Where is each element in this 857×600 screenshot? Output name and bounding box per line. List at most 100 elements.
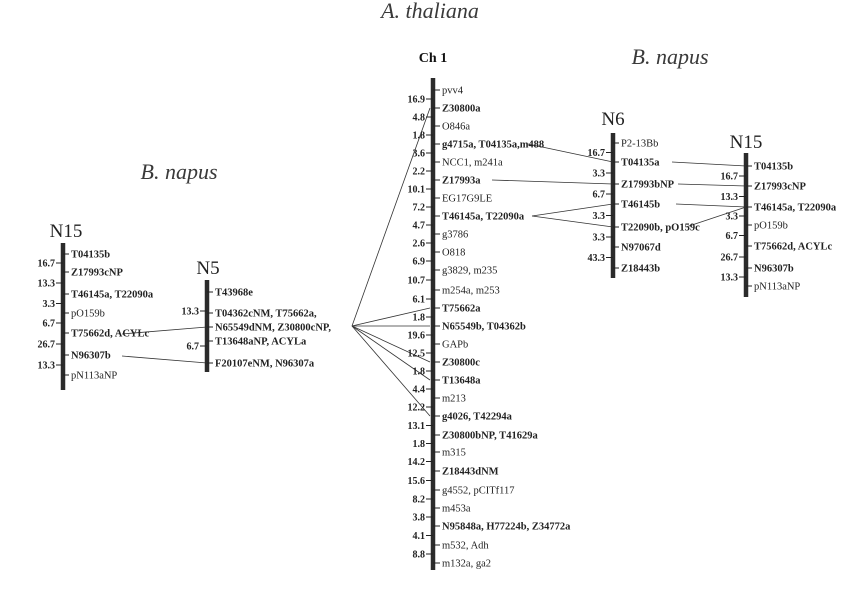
- marker-label: g4715a, T04135a,m488: [442, 140, 544, 151]
- marker-label: m254a, m253: [442, 286, 500, 297]
- marker-label: N96307b: [71, 351, 111, 362]
- homology-link: [531, 203, 614, 217]
- species-title-b-napus-left: B. napus: [141, 159, 218, 184]
- marker-label: pO159b: [754, 221, 788, 232]
- distance-label: 3.3: [726, 212, 739, 223]
- homology-link: [351, 107, 431, 327]
- marker-label: T46145b: [621, 200, 660, 211]
- marker-label: N65549dNM, Z30800cNP,: [215, 323, 331, 334]
- distance-label: 16.7: [721, 172, 739, 183]
- homology-link: [121, 355, 208, 364]
- distance-label: 15.6: [408, 476, 426, 487]
- distance-label: 6.9: [413, 257, 426, 268]
- chromosome-label-n15-left: N15: [50, 221, 83, 242]
- marker-label: Z18443dNM: [442, 467, 499, 478]
- distance-label: 7.2: [413, 203, 426, 214]
- marker-label: NCC1, m241a: [442, 158, 503, 169]
- distance-label: 6.7: [593, 190, 606, 201]
- marker-label: T75662a: [442, 304, 481, 315]
- distance-label: 16.7: [588, 148, 606, 159]
- distance-label: 3.3: [593, 169, 606, 180]
- distance-label: 6.7: [726, 231, 739, 242]
- chromosome-n6: N6P2-13BbT04135aZ17993bNPT46145bT22090b,…: [588, 109, 700, 278]
- distance-label: 14.2: [408, 457, 426, 468]
- marker-label: T04135a: [621, 158, 660, 169]
- chromosome-bar: [430, 78, 436, 570]
- distance-label: 6.7: [43, 319, 56, 330]
- homology-link: [531, 215, 614, 228]
- distance-label: 12.2: [408, 403, 426, 414]
- marker-label: EG17G9LE: [442, 194, 492, 205]
- marker-label: P2-13Bb: [621, 139, 658, 150]
- distance-label: 13.3: [38, 361, 56, 372]
- distance-label: 16.7: [38, 259, 56, 270]
- marker-label: T46145a, T22090a: [754, 203, 837, 214]
- marker-label: N95848a, H77224b, Z34772a: [442, 522, 571, 533]
- marker-label: N96307b: [754, 264, 794, 275]
- chromosome-label-ch1: Ch 1: [419, 51, 447, 66]
- marker-label: m132a, ga2: [442, 559, 491, 570]
- distance-label: 10.7: [408, 276, 426, 287]
- homology-link: [351, 325, 431, 363]
- distance-label: 1.8: [413, 439, 426, 450]
- distance-label: 6.7: [187, 342, 200, 353]
- distance-label: 43.3: [588, 253, 606, 264]
- distance-label: 8.8: [413, 550, 426, 561]
- species-title-a-thaliana: A. thaliana: [379, 0, 479, 23]
- homology-link: [121, 326, 208, 335]
- marker-label: T13648aNP, ACYLa: [215, 337, 307, 348]
- marker-label: N65549b, T04362b: [442, 322, 526, 333]
- marker-label: Z30800bNP, T41629a: [442, 431, 538, 442]
- homology-link: [677, 183, 747, 187]
- distance-label: 6.1: [413, 295, 426, 306]
- chromosome-bar: [610, 133, 616, 278]
- distance-label: 3.3: [593, 211, 606, 222]
- marker-label: Z17993cNP: [754, 182, 806, 193]
- marker-label: O846a: [442, 122, 470, 133]
- homology-link: [675, 203, 747, 208]
- distance-label: 1.8: [413, 367, 426, 378]
- distance-label: 26.7: [721, 253, 739, 264]
- homology-link: [351, 325, 431, 381]
- chromosome-bar: [60, 243, 66, 390]
- distance-label: 12.5: [408, 349, 426, 360]
- marker-label: T46145a, T22090a: [442, 212, 525, 223]
- homology-link: [527, 143, 614, 163]
- species-title-b-napus-right: B. napus: [632, 44, 709, 69]
- homology-link: [491, 179, 614, 185]
- distance-label: 19.6: [408, 331, 426, 342]
- marker-label: T04135b: [754, 162, 793, 173]
- chromosome-bar: [204, 280, 210, 372]
- marker-label: m453a: [442, 504, 471, 515]
- distance-label: 3.8: [413, 513, 426, 524]
- marker-label: T43968e: [215, 288, 253, 299]
- marker-label: T75662d, ACYLc: [754, 242, 833, 253]
- distance-label: 4.4: [413, 385, 426, 396]
- marker-label: g3786: [442, 230, 468, 241]
- homology-link: [671, 161, 747, 167]
- chromosome-label-n6: N6: [601, 109, 624, 130]
- marker-label: T46145a, T22090a: [71, 290, 154, 301]
- marker-label: Z17993cNP: [71, 268, 123, 279]
- marker-label: pN113aNP: [754, 282, 800, 293]
- homology-links: [121, 107, 747, 417]
- marker-label: T04362cNM, T75662a,: [215, 309, 317, 320]
- distance-label: 13.1: [408, 421, 426, 432]
- marker-label: T04135b: [71, 250, 110, 261]
- marker-label: N97067d: [621, 243, 661, 254]
- distance-label: 13.3: [721, 192, 739, 203]
- marker-label: m315: [442, 448, 466, 459]
- marker-label: Z30800a: [442, 104, 481, 115]
- distance-label: 3.6: [413, 149, 426, 160]
- marker-label: pN113aNP: [71, 371, 117, 382]
- marker-label: pO159b: [71, 309, 105, 320]
- marker-label: Z30800c: [442, 358, 480, 369]
- marker-label: Z18443b: [621, 264, 660, 275]
